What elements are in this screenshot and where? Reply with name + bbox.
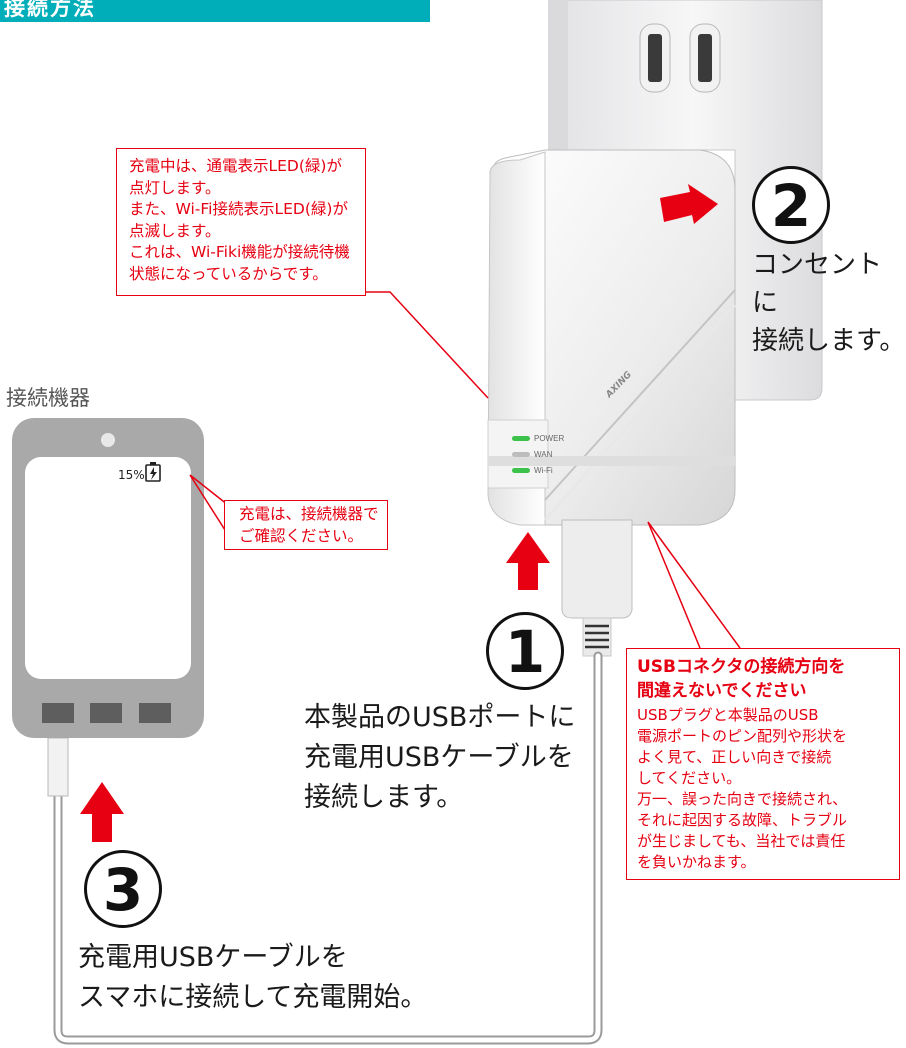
section-title: 接続方法 bbox=[0, 0, 430, 22]
phone-button-home bbox=[90, 703, 122, 723]
usb-cable-connector bbox=[47, 737, 69, 797]
step-3-text: 充電用USBケーブルを スマホに接続して充電開始。 bbox=[78, 942, 428, 1013]
battery-charging-icon bbox=[145, 462, 161, 482]
warning-body-line: を負いかねます。 bbox=[637, 853, 756, 871]
warning-body-line: が生じましても、当社では責任 bbox=[637, 832, 846, 850]
callout-line: ご確認ください。 bbox=[239, 526, 364, 545]
step-1-number: 1 bbox=[486, 612, 564, 690]
phone-button-left bbox=[42, 703, 74, 723]
warning-pointer bbox=[647, 521, 741, 649]
warning-body-line: 電源ポートのピン配列や形状を bbox=[637, 727, 848, 745]
warning-body-line: してください。 bbox=[637, 769, 742, 787]
callout-phone-pointer bbox=[189, 474, 229, 531]
step-1-text: 本製品のUSBポートに 充電用USBケーブルを 接続します。 bbox=[304, 702, 576, 813]
warning-body-line: 万一、誤った向きで接続され、 bbox=[637, 790, 848, 808]
callout-line: また、Wi-Fi接続表示LED(緑)が bbox=[129, 200, 348, 218]
callout-charging-check: 充電は、接続機器で ご確認ください。 bbox=[224, 500, 388, 550]
warning-usb-direction: USBコネクタの接続方向を 間違えないでください USBプラグと本製品のUSB … bbox=[626, 648, 900, 880]
callout-line: 点灯します。 bbox=[129, 178, 221, 197]
led-label-wan: WAN bbox=[534, 450, 553, 459]
wifi-charger-device bbox=[487, 149, 737, 526]
callout-line: 充電中は、通電表示LED(緑)が bbox=[129, 157, 342, 175]
warning-title-line: 間違えないでください bbox=[637, 681, 807, 701]
callout-line: 充電は、接続機器で bbox=[239, 505, 379, 523]
connected-device-label: 接続機器 bbox=[6, 386, 90, 410]
step-2-text: コンセントに 接続します。 bbox=[752, 250, 906, 356]
smartphone bbox=[12, 418, 204, 738]
warning-body-line: それに起因する故障、トラブル bbox=[637, 811, 848, 829]
arrow-up-icon bbox=[506, 532, 550, 590]
arrow-right-icon bbox=[660, 184, 718, 224]
callout-line: 状態になっているからです。 bbox=[129, 264, 328, 283]
led-label-wifi: Wi-Fi bbox=[534, 466, 553, 475]
phone-button-right bbox=[139, 703, 171, 723]
callout-top-pointer bbox=[365, 291, 489, 399]
warning-body-line: よく見て、正しい向きで接続 bbox=[637, 748, 832, 766]
callout-led-status: 充電中は、通電表示LED(緑)が 点灯します。 また、Wi-Fi接続表示LED(… bbox=[116, 148, 366, 296]
warning-body-line: USBプラグと本製品のUSB bbox=[637, 706, 819, 724]
callout-line: これは、Wi-Fiki機能が接続待機 bbox=[129, 243, 350, 261]
led-label-power: POWER bbox=[534, 434, 565, 443]
callout-line: 点滅します。 bbox=[129, 221, 221, 240]
warning-title-line: USBコネクタの接続方向を bbox=[637, 657, 846, 677]
step-3-number: 3 bbox=[84, 850, 162, 928]
step-2-number: 2 bbox=[752, 166, 830, 244]
battery-percentage: 15% bbox=[118, 468, 145, 482]
arrow-up-icon bbox=[80, 782, 124, 842]
usb-plug bbox=[561, 519, 633, 657]
